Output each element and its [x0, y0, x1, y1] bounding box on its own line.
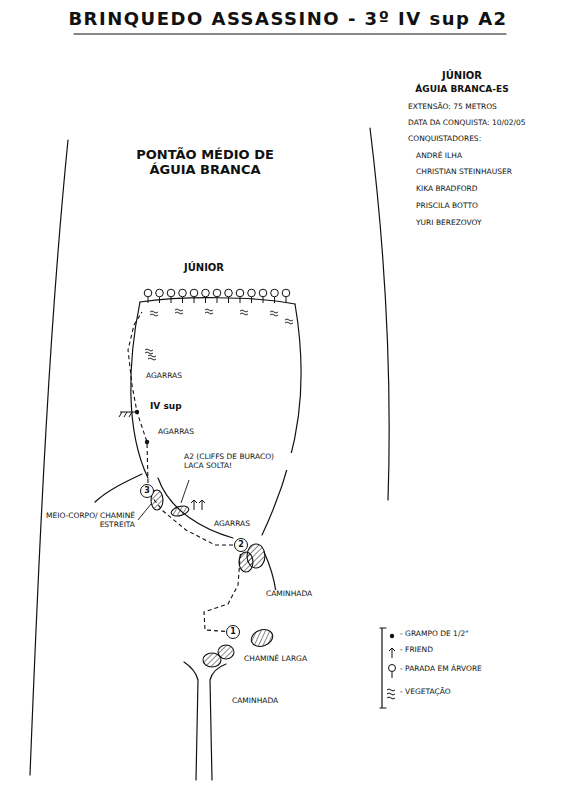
vegetation-mark [150, 311, 158, 316]
bolts [135, 410, 394, 638]
label: PRISCILA BOTTO [416, 202, 478, 211]
tree-trunk [251, 297, 252, 303]
legend-symbols [387, 665, 396, 700]
callout-number: 2 [238, 541, 244, 549]
label: ANDRÉ ILHA [416, 152, 462, 161]
pitch-circle: 2 [234, 538, 248, 552]
tree-trunk [148, 297, 149, 303]
legend-text: - GRAMPO DE 1/2" [400, 630, 469, 639]
label: YURI BEREZOVOY [416, 219, 482, 228]
label: CAMINHADA [266, 590, 312, 599]
tree-trunk [159, 297, 160, 303]
title-underline [74, 33, 506, 34]
label: JÚNIOR [184, 262, 224, 274]
rock-outline [264, 552, 276, 592]
trail-line [184, 662, 198, 780]
tree-trunk [263, 297, 264, 303]
friend-symbol [191, 500, 395, 658]
tree-symbol [248, 289, 256, 297]
tree-trunk [274, 297, 275, 303]
legend-text: - FRIEND [400, 646, 433, 655]
rock-outline [140, 298, 295, 304]
label: IV sup [150, 401, 182, 411]
pitch-circle: 1 [226, 625, 240, 639]
tree-symbol [144, 289, 152, 297]
ledge-outline [95, 474, 142, 502]
legend-text: - PARADA EM ÁRVORE [400, 665, 482, 674]
route-connector [204, 553, 240, 631]
tree-symbol [225, 289, 233, 297]
leader-line [138, 480, 189, 520]
tree-symbol [213, 289, 221, 297]
label: MEIO-CORPO/ CHAMINÉ ESTREITA [43, 512, 135, 529]
boulders [151, 490, 275, 667]
tree-trunk [228, 297, 229, 303]
tree-trunk [182, 297, 183, 303]
label: CHAMINÉ LARGA [244, 655, 307, 664]
tree-trunk [240, 297, 241, 303]
vegetation-mark [148, 355, 156, 360]
label: PONTÃO MÉDIO DE ÁGUIA BRANCA [135, 148, 275, 178]
label: ÁGUIA BRANCA-ES [415, 84, 508, 94]
label: AGARRAS [158, 428, 194, 437]
belay-mark [119, 412, 136, 417]
wall-outline [30, 140, 68, 775]
label: CAMINHADA [232, 697, 278, 706]
tree-trunk [171, 297, 172, 303]
tree-symbol [282, 289, 290, 297]
callout-number: 1 [230, 628, 236, 636]
vegetation-mark [270, 311, 278, 316]
tree-symbol [190, 289, 198, 297]
label: CONQUISTADORES: [408, 135, 481, 144]
label: DATA DA CONQUISTA: 10/02/05 [408, 119, 526, 128]
label: AGARRAS [214, 520, 250, 529]
tree-symbol [167, 289, 175, 297]
title: BRINQUEDO ASSASSINO - 3º IV sup A2 [68, 9, 507, 30]
vegetation-mark [145, 349, 153, 354]
legend-text: - VEGETAÇÃO [400, 688, 451, 697]
rock-outline [262, 304, 301, 535]
wall-outline [370, 128, 389, 500]
tree-trunk [217, 297, 218, 303]
tree-trunk [205, 297, 206, 303]
trail-line [210, 664, 226, 780]
vegetation-mark [240, 310, 248, 315]
tree-symbol [236, 289, 244, 297]
tree-symbol [271, 289, 279, 297]
tree-symbol [202, 289, 210, 297]
label: JÚNIOR [442, 70, 482, 82]
label: KIKA BRADFORD [416, 185, 478, 194]
tree-symbol [179, 289, 187, 297]
label: A2 (CLIFFS DE BURACO) LACA SOLTA! [184, 453, 296, 470]
tree-symbol [156, 289, 164, 297]
vegetation-mark [175, 309, 183, 314]
label: CHRISTIAN STEINHAUSER [416, 168, 512, 177]
legend-bracket [380, 628, 386, 708]
tree-symbol [259, 289, 267, 297]
callout-number: 3 [144, 487, 150, 495]
vegetation-mark [285, 319, 293, 324]
route-line [128, 312, 148, 483]
tree-trunk [286, 297, 287, 303]
ledge-outline [158, 478, 233, 538]
label: AGARRAS [146, 372, 182, 381]
pitch-circle: 3 [140, 484, 154, 498]
tree-trunk [194, 297, 195, 303]
label: EXTENSÃO: 75 METROS [408, 103, 497, 112]
vegetation-mark [205, 309, 213, 314]
